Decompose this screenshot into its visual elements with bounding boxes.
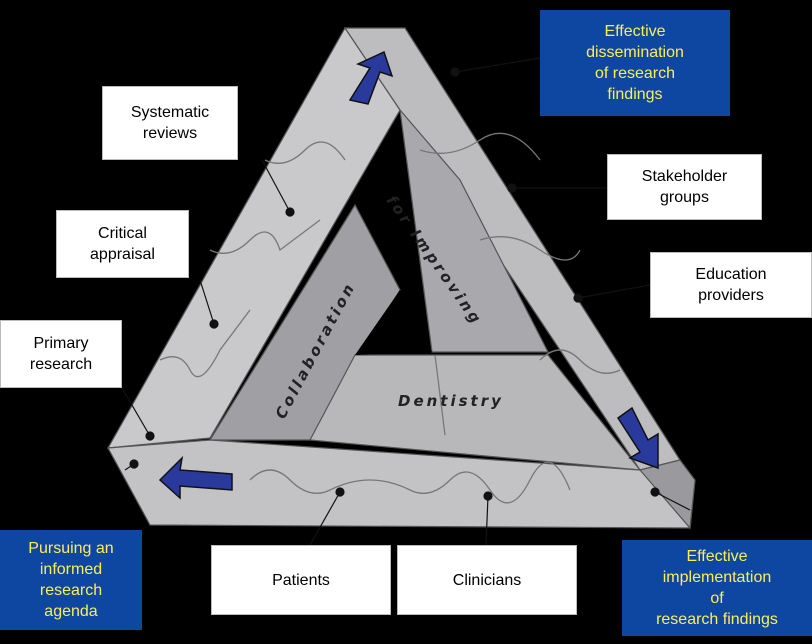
box-pursuing-agenda: Pursuing an informed research agenda — [0, 530, 142, 630]
label-dentistry: Dentistry — [398, 392, 504, 410]
box-education-providers: Education providers — [650, 252, 812, 318]
left-arrow-icon — [158, 455, 233, 500]
box-effective-implementation: Effective implementation of research fin… — [622, 540, 812, 636]
box-critical-appraisal: Critical appraisal — [56, 210, 189, 278]
box-clinicians: Clinicians — [397, 545, 577, 615]
center-hole — [355, 290, 432, 355]
right-end-face — [638, 459, 696, 530]
box-effective-dissemination: Effective dissemination of research find… — [540, 10, 730, 116]
box-systematic-reviews: Systematic reviews — [102, 86, 238, 160]
box-primary-research: Primary research — [0, 320, 122, 388]
box-patients: Patients — [211, 545, 391, 615]
down-right-arrow-icon — [616, 406, 659, 470]
box-stakeholder-groups: Stakeholder groups — [607, 154, 762, 220]
right-inner-face — [399, 108, 549, 353]
up-right-arrow-icon — [348, 50, 394, 105]
